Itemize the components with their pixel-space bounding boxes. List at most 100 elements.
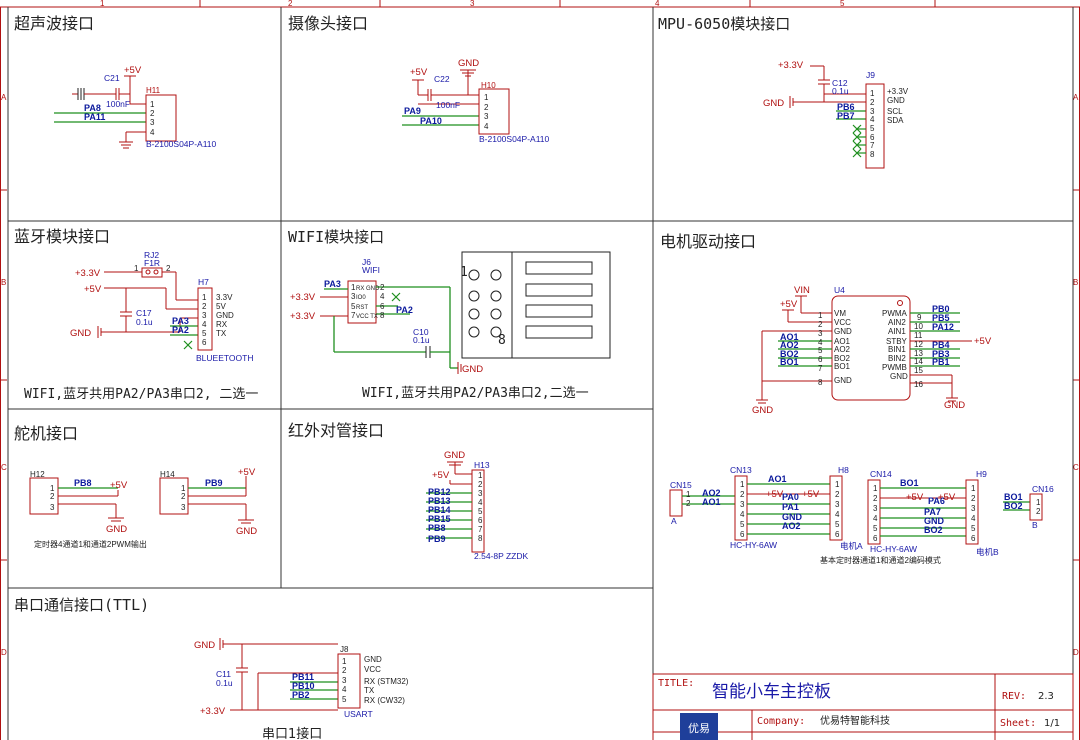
serial-pin-name: GND: [364, 655, 382, 664]
enc-cn13: CN13: [730, 465, 752, 475]
mpu-pin-name: +3.3V: [887, 87, 909, 96]
motor-pin: 6: [818, 355, 823, 364]
mpu-pin: 5: [870, 124, 875, 133]
serial-circuit: GND +3.3V C11 0.1u PB11 PB10 PB2 J8 1 2 …: [194, 638, 409, 740]
serial-net: PB2: [292, 690, 310, 700]
encoder-circuit: CN15 CN13 H8 CN14 H9 CN16 A B 电机A 电机B HC…: [669, 465, 1054, 565]
wifi-pin: 1: [351, 283, 356, 292]
enc-note: 基本定时器通道1和通道2编码模式: [820, 555, 941, 565]
title-motor: 电机驱动接口: [660, 232, 756, 251]
ultra-pin: 3: [150, 118, 155, 127]
ir-net: PB13: [428, 496, 451, 506]
cam-net-pa9: PA9: [404, 106, 421, 116]
motor-net-right: PB0: [932, 304, 950, 314]
tb-company-label: Company:: [757, 716, 805, 727]
mpu-gnd: GND: [763, 98, 784, 109]
tb-company: 优易特智能科技: [820, 714, 890, 727]
row-d-left: D: [1, 648, 7, 657]
mpu-33v: +3.3V: [778, 60, 804, 71]
cam-cap-val: 100nF: [436, 100, 460, 110]
motor-vin: VIN: [794, 285, 810, 296]
serial-gnd: GND: [194, 640, 215, 651]
ir-net: PB9: [428, 534, 446, 544]
servo-conn1: H12: [30, 470, 45, 479]
servo-conn2: H14: [160, 470, 175, 479]
mpu-pin: 3: [870, 107, 875, 116]
wifi-conn: J6: [362, 257, 371, 267]
motor-gnd-left: GND: [752, 405, 773, 416]
servo-pin: 1: [181, 484, 186, 493]
servo-gnd-a: GND: [106, 524, 127, 535]
wifi-33v-b: +3.3V: [290, 311, 316, 322]
motor-pin-name: GND: [890, 372, 908, 381]
motor-pin-name: GND: [834, 327, 852, 336]
ir-pin: 1: [478, 471, 483, 480]
bt-net-pa3: PA3: [172, 316, 189, 326]
enc-b-net-bo1: BO1: [1004, 492, 1023, 502]
company-logo: [680, 713, 718, 740]
serial-net: PB11: [292, 672, 314, 682]
wifi-cap-ref: C10: [413, 327, 429, 337]
wifi-33v-a: +3.3V: [290, 292, 316, 303]
wifi-pin-name: RST: [356, 305, 368, 311]
servo-note: 定时器4通道1和通道2PWM输出: [34, 539, 147, 549]
ir-pin: 2: [478, 480, 483, 489]
enc-pin: 5: [873, 524, 878, 533]
motor-pin-name: BIN1: [888, 345, 906, 354]
mpu-pin: 7: [870, 141, 875, 150]
cam-pin: 1: [484, 93, 489, 102]
motor-pin: 2: [818, 320, 823, 329]
row-c-right: C: [1073, 463, 1079, 472]
mpu-cap-val: 0.1u: [832, 86, 849, 96]
bt-33v: +3.3V: [75, 268, 101, 279]
mpu-pin-name: SCL: [887, 107, 903, 116]
motor-ic: U4: [834, 285, 845, 295]
enc-b-net: PA6: [928, 496, 945, 506]
ir-net: PB8: [428, 523, 446, 533]
bt-conn: H7: [198, 277, 209, 287]
bt-res-pin1: 1: [134, 264, 139, 273]
motor-pin: 16: [914, 380, 923, 389]
enc-pin: 3: [873, 504, 878, 513]
col-4: 4: [655, 0, 660, 8]
motor-pin: 3: [818, 329, 823, 338]
enc-pin: 4: [971, 514, 976, 523]
col-3: 3: [470, 0, 475, 8]
enc-pin: 1: [835, 480, 840, 489]
mpu-pin: 1: [870, 89, 875, 98]
ir-pin: 7: [478, 525, 483, 534]
serial-33v: +3.3V: [200, 706, 226, 717]
servo-net-pb8: PB8: [74, 478, 92, 488]
enc-pin: 2: [740, 490, 745, 499]
enc-b-5v-1: +5V: [906, 492, 924, 503]
motor-pin-name: GND: [834, 376, 852, 385]
enc-pin: 2: [971, 494, 976, 503]
wifi-pin: 7: [351, 311, 356, 320]
serial-part: USART: [344, 709, 373, 719]
enc-pin: 6: [740, 530, 745, 539]
ir-net: PB14: [428, 505, 451, 515]
mpu-pin: 4: [870, 115, 875, 124]
cam-pin: 4: [484, 122, 489, 131]
motor-pin-name: AO1: [834, 337, 851, 346]
enc-a-net-ao2: AO2: [702, 488, 721, 498]
wifi-pin: 6: [380, 302, 385, 311]
ir-pin: 8: [478, 534, 483, 543]
wifi-pin-name: IO0: [356, 295, 366, 301]
enc-pin: 3: [835, 500, 840, 509]
wifi-pin: 8: [380, 311, 385, 320]
bluetooth-circuit: +3.3V +5V GND RJ2 F1R 1 2 C17 0.1u PA3 P…: [24, 250, 258, 402]
enc-b: B: [1032, 520, 1038, 530]
tb-rev: 2.3: [1038, 691, 1054, 702]
ir-net: PB15: [428, 514, 451, 524]
serial-pin: 5: [342, 695, 347, 704]
motor-net-left: AO1: [780, 332, 799, 342]
col-5: 5: [840, 0, 845, 8]
serial-pin: 1: [342, 657, 347, 666]
motor-net-right: PB5: [932, 313, 950, 323]
enc-pin: 3: [740, 500, 745, 509]
bt-cap-val: 0.1u: [136, 317, 153, 327]
bt-res-ref: RJ2: [144, 250, 159, 260]
cam-gnd: GND: [458, 58, 479, 69]
motor-pin-name: AIN2: [888, 318, 906, 327]
